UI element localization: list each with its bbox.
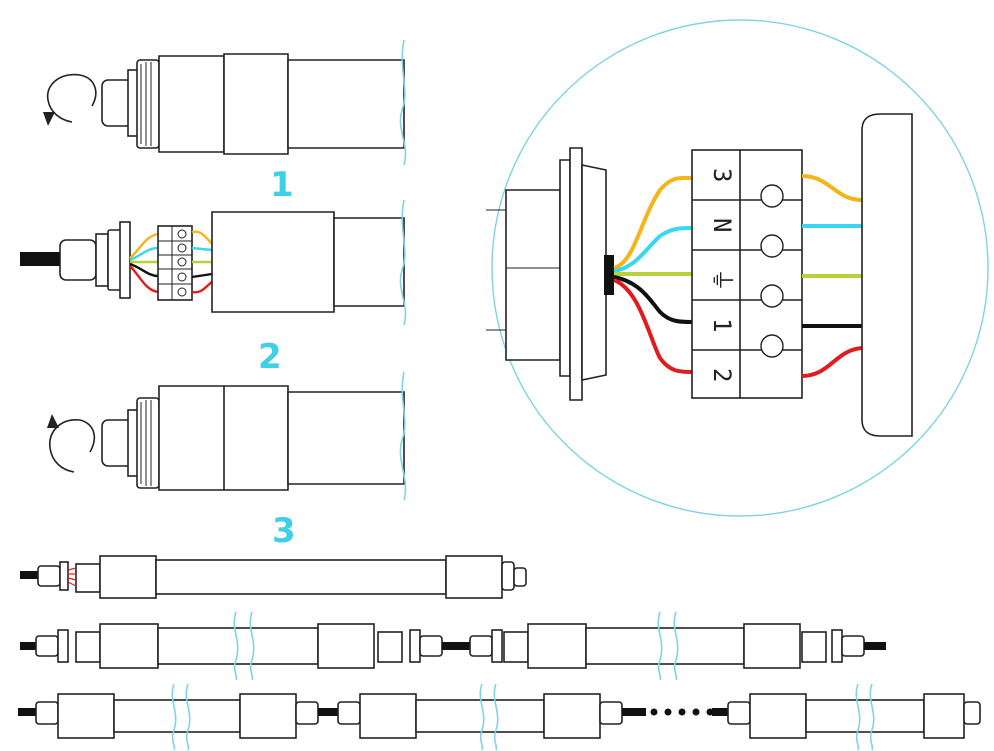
fixture-row-connected — [20, 611, 886, 681]
terminal-label-n: N — [708, 218, 736, 232]
chain-ellipsis — [650, 708, 714, 716]
terminal-label-3: 3 — [708, 168, 736, 182]
fixture-row-single — [20, 555, 527, 599]
terminal-label-1: 1 — [708, 318, 736, 332]
step-number-3: 3 — [272, 511, 296, 551]
rotate-arrow-icon — [47, 414, 96, 473]
fixture-row-chain — [18, 683, 981, 751]
step1-fixture — [43, 39, 407, 166]
step3-fixture — [47, 371, 407, 501]
zoom-detail: 3 N ⏚ 1 2 — [486, 19, 989, 517]
step-number-1: 1 — [270, 165, 294, 205]
step2-fixture — [20, 199, 407, 326]
terminal-labels: 3 N ⏚ 1 2 — [708, 168, 736, 382]
terminal-label-2: 2 — [708, 368, 736, 382]
terminal-label-earth: ⏚ — [708, 268, 736, 292]
step-number-2: 2 — [258, 337, 282, 377]
rotate-arrow-icon — [43, 73, 97, 126]
